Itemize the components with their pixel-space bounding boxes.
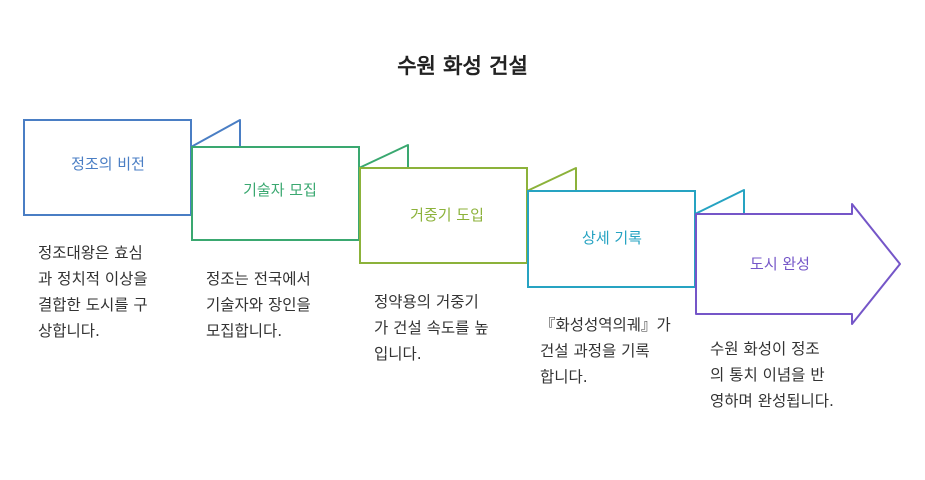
step-3-description: 정약용의 거중기 가 건설 속도를 높 입니다. [374,293,489,363]
step-4-description: 『화성성역의궤』가 건설 과정을 기록 합니다. [540,316,671,386]
step-2-label: 기술자 모집 [243,181,317,199]
step-1-label: 정조의 비전 [71,155,145,173]
step-5-label: 도시 완성 [750,255,810,273]
step-4-shape: 상세 기록 [527,189,745,288]
step-3-shape: 거중기 도입 [359,167,577,264]
step-1-shape: 정조의 비전 [23,119,241,216]
step-5-description: 수원 화성이 정조 의 통치 이념을 반 영하며 완성됩니다. [710,340,834,410]
step-2-description: 정조는 전국에서 기술자와 장인을 모집합니다. [206,270,311,340]
step-4-label: 상세 기록 [582,229,642,247]
diagram-title: 수원 화성 건설 [397,54,528,78]
step-2-shape: 기술자 모집 [191,144,409,241]
step-3-label: 거중기 도입 [410,206,484,224]
step-5-arrow-shape: 도시 완성 [695,203,901,325]
step-1-description: 정조대왕은 효심 과 정치적 이상을 결합한 도시를 구 상합니다. [38,244,148,340]
